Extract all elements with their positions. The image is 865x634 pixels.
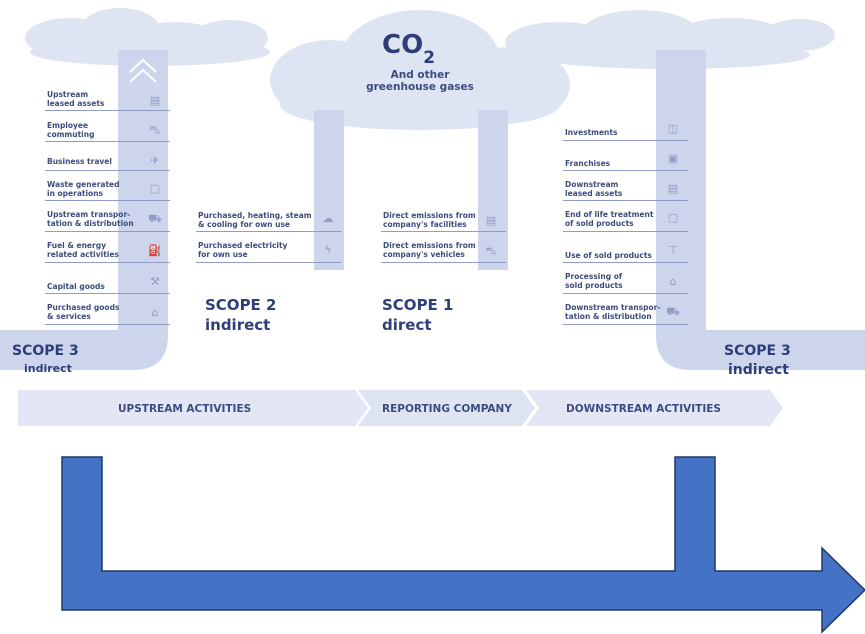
building-icon: ▤ bbox=[485, 213, 497, 227]
tools-icon: ⚒ bbox=[150, 274, 160, 288]
list-item-label: Waste generated in operations bbox=[47, 180, 120, 198]
scope1-pillar bbox=[478, 110, 508, 270]
divider bbox=[196, 231, 342, 232]
list-item-label: Business travel bbox=[47, 157, 112, 166]
divider bbox=[45, 262, 170, 263]
car-icon: ⛍ bbox=[485, 243, 497, 257]
divider bbox=[563, 262, 688, 263]
divider bbox=[45, 170, 170, 171]
list-item-label: End of life treatment of sold products bbox=[565, 210, 654, 228]
list-item-label: Franchises bbox=[565, 159, 611, 168]
list-item-label: Fuel & energy related activities bbox=[47, 241, 119, 259]
divider bbox=[45, 200, 170, 201]
co2-subtitle: And other greenhouse gases bbox=[366, 69, 474, 93]
upstream-activities-label: UPSTREAM ACTIVITIES bbox=[118, 403, 252, 415]
activity-band bbox=[18, 390, 783, 426]
chart-icon: ◫ bbox=[667, 121, 679, 135]
list-item-label: Purchased electricity for own use bbox=[198, 241, 288, 259]
list-item-label: Upstream transpor- tation & distribution bbox=[47, 210, 134, 228]
shirt-icon: ⊤ bbox=[668, 243, 678, 257]
divider bbox=[563, 324, 688, 325]
divider bbox=[45, 141, 170, 142]
co2-subscript: 2 bbox=[423, 48, 436, 69]
divider bbox=[45, 231, 170, 232]
divider bbox=[563, 293, 688, 294]
divider bbox=[381, 231, 506, 232]
lightning-icon: ϟ bbox=[324, 242, 332, 256]
list-item-label: Use of sold products bbox=[565, 251, 652, 260]
scope2-subtitle: indirect bbox=[205, 316, 271, 334]
scope3-downstream-subtitle: indirect bbox=[728, 362, 789, 378]
building-icon: ▤ bbox=[667, 181, 679, 195]
divider bbox=[381, 262, 506, 263]
truck-icon: ⛟ bbox=[666, 304, 680, 318]
building-icon: ▤ bbox=[149, 93, 161, 107]
overlay-flow-arrow bbox=[61, 456, 865, 634]
divider bbox=[45, 324, 170, 325]
factory-icon: ⌂ bbox=[151, 305, 159, 319]
scope3-upstream-title: SCOPE 3 bbox=[12, 343, 79, 359]
list-item-label: Downstream leased assets bbox=[565, 180, 623, 198]
scope2-title: SCOPE 2 bbox=[205, 296, 277, 314]
list-item-label: Upstream leased assets bbox=[47, 90, 105, 108]
scope1-title: SCOPE 1 bbox=[382, 296, 454, 314]
reporting-company-label: REPORTING COMPANY bbox=[382, 403, 512, 415]
scope3-downstream-pillar bbox=[656, 50, 865, 370]
list-item-label: Investments bbox=[565, 128, 618, 137]
divider bbox=[563, 140, 688, 141]
list-item-label: Purchased goods & services bbox=[47, 303, 120, 321]
downstream-activities-label: DOWNSTREAM ACTIVITIES bbox=[566, 403, 721, 415]
list-item-label: Direct emissions from company's vehicles bbox=[383, 241, 476, 259]
scope3-upstream-pillar bbox=[0, 50, 168, 370]
car-icon: ⛍ bbox=[149, 122, 161, 136]
trash-bin-icon: ▢ bbox=[149, 181, 161, 195]
list-item-label: Direct emissions from company's faciliti… bbox=[383, 211, 476, 229]
list-item-label: Processing of sold products bbox=[565, 272, 623, 290]
scope1-subtitle: direct bbox=[382, 316, 432, 334]
truck-icon: ⛟ bbox=[148, 211, 162, 225]
fuel-pump-icon: ⛽ bbox=[148, 243, 162, 257]
scope3-downstream-title: SCOPE 3 bbox=[724, 343, 791, 359]
steam-icon: ☁ bbox=[322, 211, 334, 225]
divider bbox=[563, 200, 688, 201]
list-item-label: Downstream transpor- tation & distributi… bbox=[565, 303, 661, 321]
co2-heading: CO2 bbox=[382, 30, 435, 68]
factory-icon: ⌂ bbox=[669, 274, 677, 288]
storefront-icon: ▣ bbox=[667, 151, 679, 165]
scope2-pillar bbox=[314, 110, 344, 270]
divider bbox=[563, 170, 688, 171]
list-item-label: Capital goods bbox=[47, 282, 105, 291]
trash-bin-icon: ▢ bbox=[667, 210, 679, 224]
scope3-upstream-subtitle: indirect bbox=[24, 362, 72, 375]
divider bbox=[563, 231, 688, 232]
divider bbox=[196, 262, 342, 263]
divider bbox=[45, 293, 170, 294]
airplane-icon: ✈ bbox=[150, 153, 160, 167]
co2-main-text: CO bbox=[382, 30, 424, 60]
list-item-label: Employee commuting bbox=[47, 121, 95, 139]
divider bbox=[45, 110, 170, 111]
list-item-label: Purchased, heating, steam & cooling for … bbox=[198, 211, 312, 229]
